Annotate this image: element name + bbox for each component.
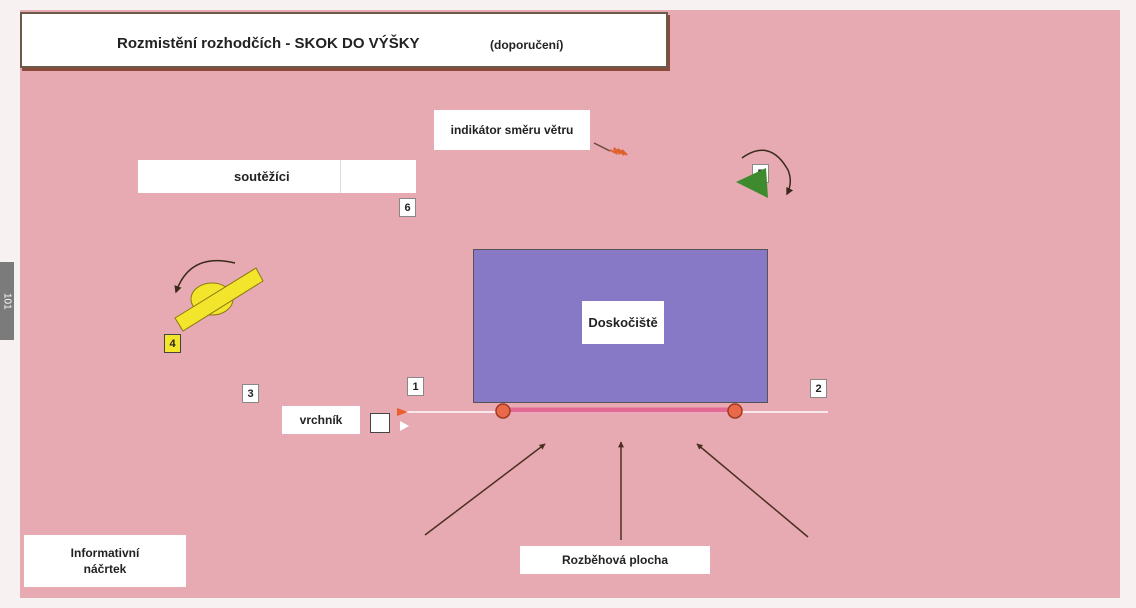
standard-left [495,403,511,419]
landing-area-label-box: Doskočiště [582,301,664,344]
diagram-subtitle: (doporučení) [490,38,564,52]
title-box: Rozmistění rozhodčích - SKOK DO VÝŠKY (d… [20,12,668,68]
wind-pointer-line [593,142,611,152]
competitors-divider [340,160,341,193]
wind-indicator-label: indikátor směru větru [450,123,574,137]
rotation-arrow-4 [174,259,236,294]
standard-right [727,403,743,419]
sketch-note-line2: náčrtek [83,562,127,576]
landing-area-label: Doskočiště [588,315,658,330]
position-badge-1: 1 [407,377,424,396]
yellow-judge-marker [174,267,264,332]
position-badge-4: 4 [164,334,181,353]
competitors-label: soutěžíci [234,169,290,184]
chief-judge-marker [370,413,390,433]
runway-arrow-left [424,443,546,536]
runway-label: Rozběhová plocha [561,553,668,567]
chief-judge-label: vrchník [299,413,343,427]
green-judge-marker [736,168,768,198]
competitors-box: soutěžíci [138,160,416,193]
position-badge-2: 2 [810,379,827,398]
sketch-note-box: Informativní náčrtek [24,535,186,587]
red-flag-icon [397,408,408,416]
wind-indicator-icon [609,147,628,156]
chief-judge-box: vrchník [282,406,360,434]
rotation-arrow-5 [741,149,794,196]
runway-arrow-right [696,443,809,538]
position-badge-6: 6 [399,198,416,217]
white-flag-icon [400,421,409,431]
wind-indicator-label-box: indikátor směru větru [434,110,590,150]
page-number-tab: 101 [0,262,14,340]
diagram-title: Rozmistění rozhodčích - SKOK DO VÝŠKY [117,35,420,52]
runway-label-box: Rozběhová plocha [520,546,710,574]
sketch-note-line1: Informativní [70,546,140,560]
position-badge-3: 3 [242,384,259,403]
page-number: 101 [1,292,13,310]
